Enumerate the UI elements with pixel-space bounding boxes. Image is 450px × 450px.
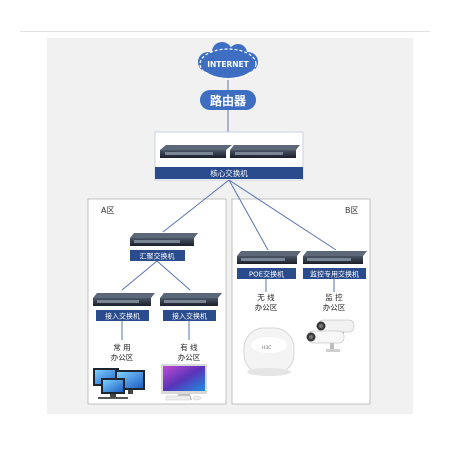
wireless-office-line2: 办公区	[255, 302, 278, 312]
access-switch-1-icon	[93, 293, 155, 306]
core-switch-icon-right	[230, 145, 300, 158]
access-1-label-bar	[96, 310, 149, 321]
poe-label: POE交换机	[249, 270, 284, 279]
desktop-monitors-icon	[93, 368, 145, 399]
poe-label-bar	[237, 268, 296, 279]
link-core-poe	[228, 179, 269, 251]
wireless-access-point-icon	[243, 327, 295, 376]
wireless-office-line1: 无 线	[257, 292, 275, 302]
router-label: 路由器	[210, 93, 247, 108]
aggregation-label: 汇聚交换机	[140, 252, 175, 261]
access-1-label: 接入交换机	[105, 312, 140, 321]
core-label: 核心交换机	[210, 168, 248, 178]
monitor-switch-icon	[303, 251, 367, 264]
core-label-bar	[155, 167, 303, 179]
office-common-line1: 常 用	[113, 343, 130, 352]
monitor-label-line2: 办公区	[323, 302, 346, 312]
top-divider	[20, 31, 430, 32]
link-core-aggregation	[162, 179, 230, 233]
access-2-label: 接入交换机	[172, 312, 207, 321]
office-spare-line2: 办公区	[178, 352, 201, 362]
monitor-label-line1: 监 控	[325, 292, 343, 302]
link-agg-access1	[121, 260, 158, 291]
core-switch-icon-left	[160, 145, 232, 158]
router-node	[200, 90, 256, 110]
aggregation-switch-icon	[130, 233, 198, 246]
security-camera-icon	[306, 319, 355, 352]
ap-brand: H3C	[262, 345, 271, 351]
link-agg-access2	[156, 260, 191, 291]
monitor-switch-label-bar	[303, 268, 366, 279]
office-spare-line1: 有 线	[180, 342, 198, 352]
zone-a-label: A区	[101, 206, 114, 215]
link-core-monitor	[228, 179, 337, 251]
internet-cloud-icon	[198, 42, 258, 80]
access-2-label-bar	[163, 310, 216, 321]
office-common-line2: 办公区	[111, 352, 134, 362]
aggregation-label-bar	[130, 250, 185, 261]
internet-label: INTERNET	[207, 60, 249, 69]
monitor-switch-label: 监控专用交换机	[310, 270, 359, 279]
zone-b-label: B区	[345, 206, 359, 215]
access-switch-2-icon	[160, 293, 222, 306]
imac-computer-icon	[161, 364, 207, 401]
poe-switch-icon	[237, 251, 301, 264]
